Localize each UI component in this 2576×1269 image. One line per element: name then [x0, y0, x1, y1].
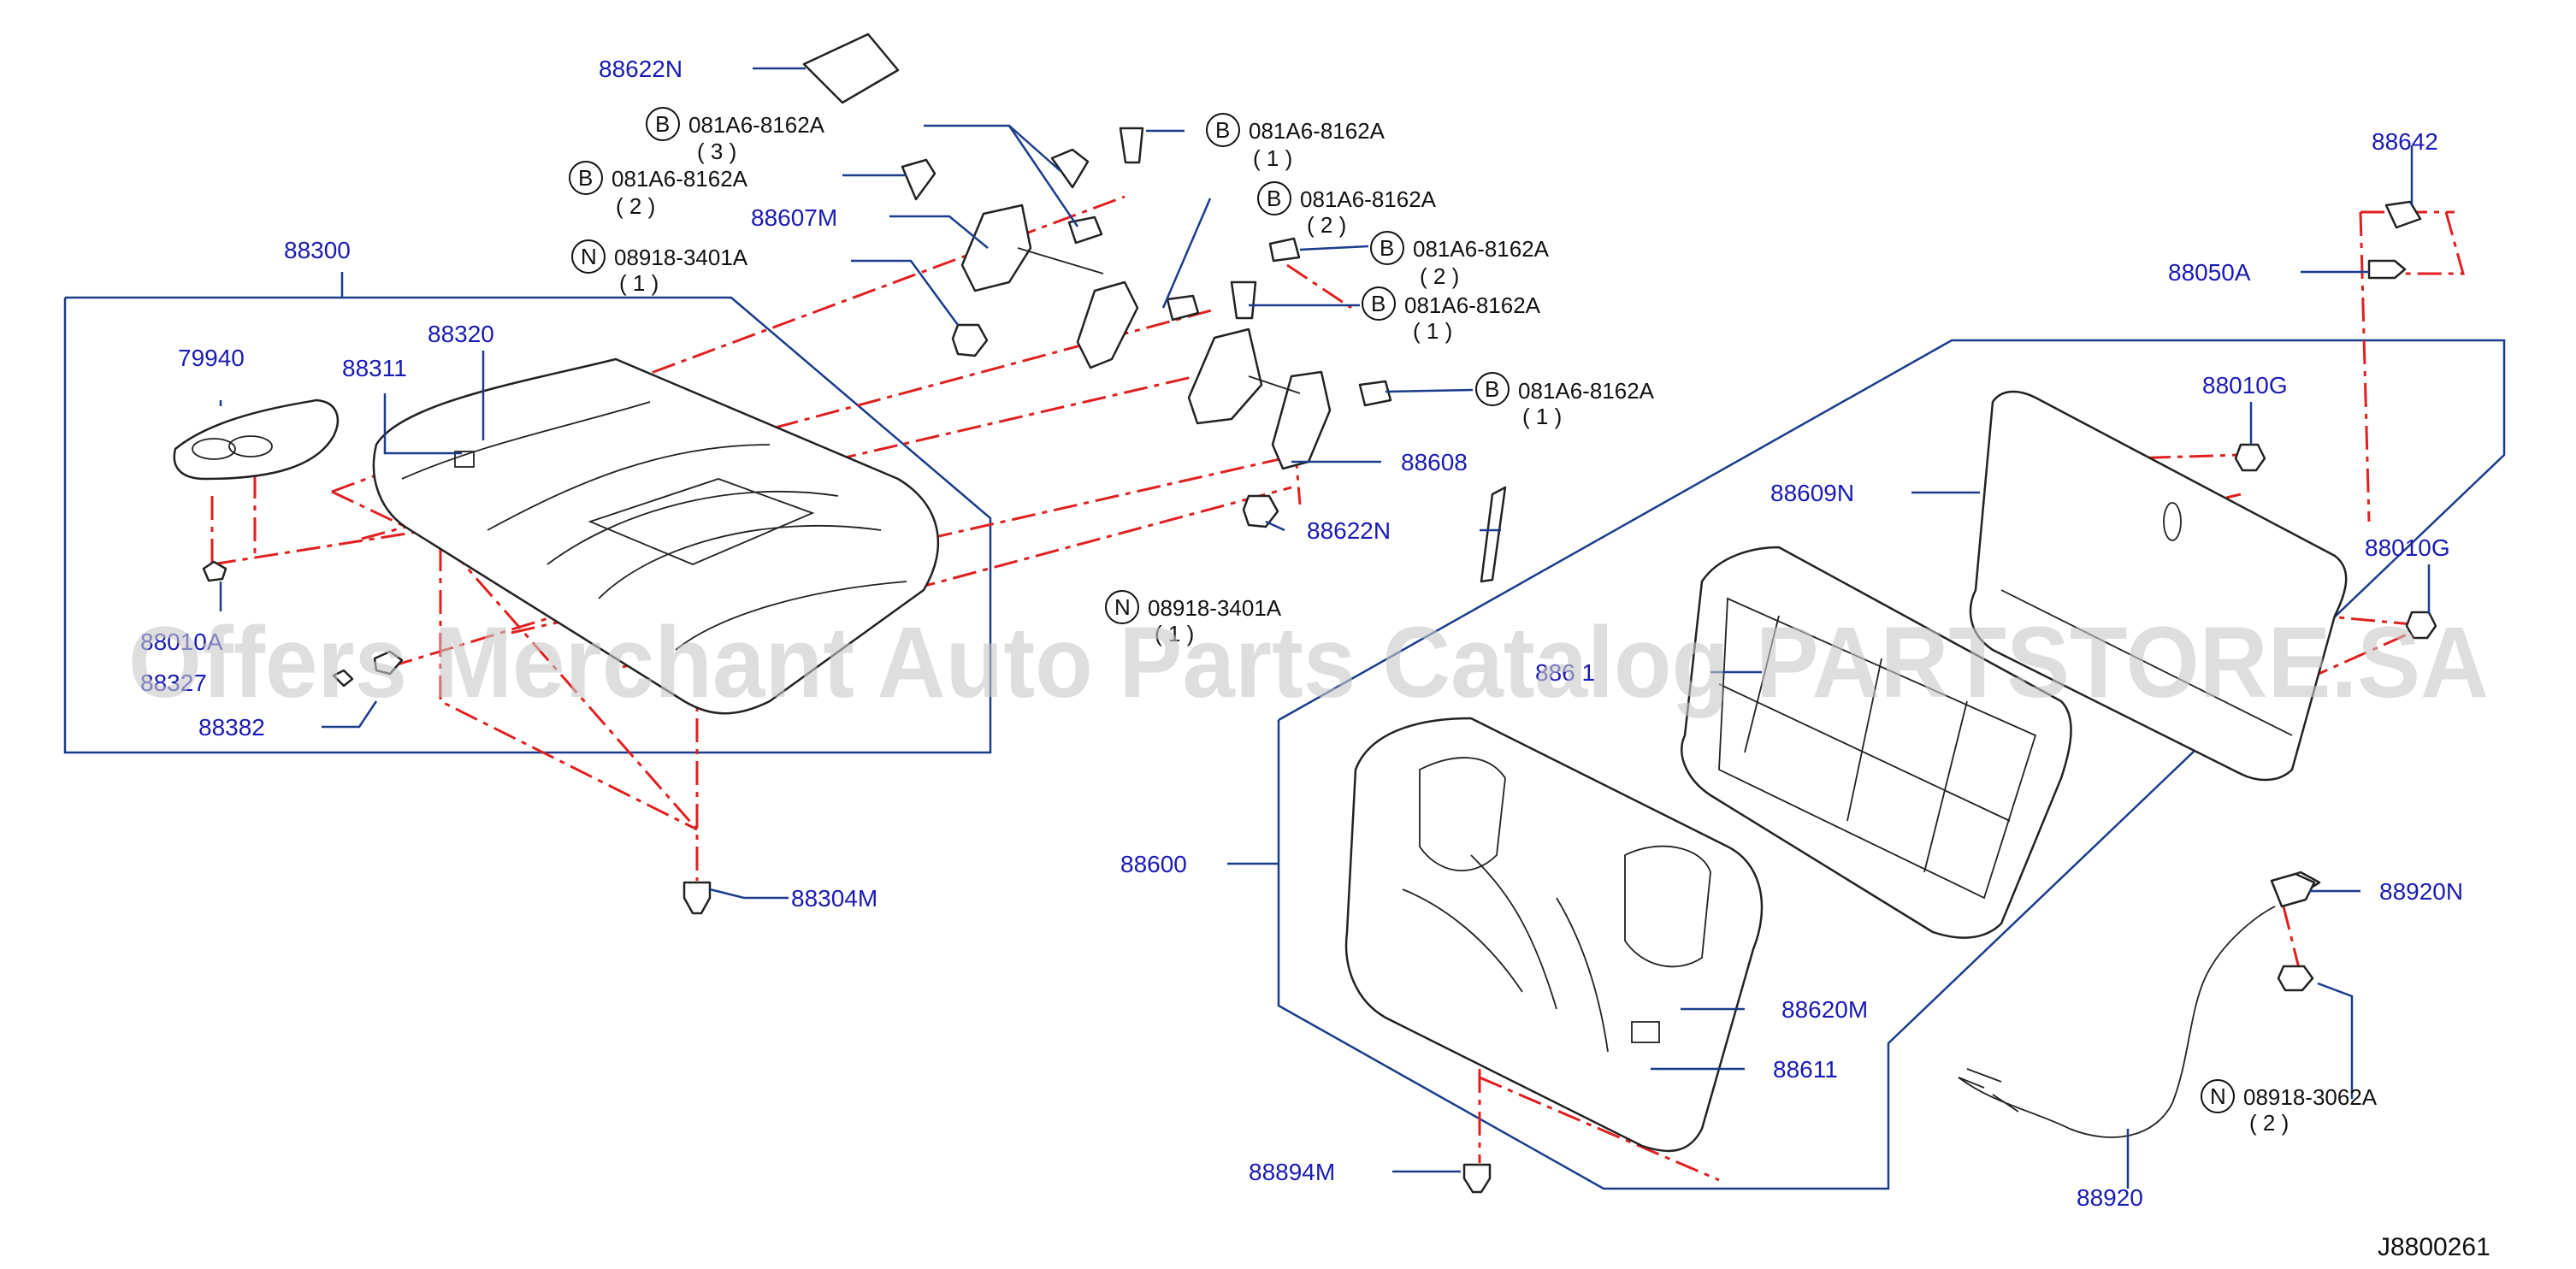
label-88304M: 88304M — [791, 885, 877, 912]
fastener-callout: N 08918-3401A ( 1 ) — [571, 239, 748, 296]
label-88622N-top: 88622N — [599, 56, 682, 82]
fastener-callout: B 081A6-8162A ( 3 ) — [646, 107, 825, 164]
bracket-88607M — [960, 204, 1139, 369]
fastener-part: 081A6-8162A — [1300, 186, 1437, 212]
fastener-part: 08918-3401A — [1148, 595, 1282, 621]
strip-88622N-top — [802, 32, 900, 104]
badge-letter: B — [655, 111, 670, 137]
label-88010G-b: 88010G — [2365, 534, 2450, 561]
label-88010A: 88010A — [140, 629, 223, 655]
label-88311: 88311 — [342, 355, 407, 381]
clip-88382 — [373, 650, 404, 676]
fastener-callout: B 081A6-8162A ( 1 ) — [1475, 372, 1655, 429]
fastener-qty: ( 2 ) — [2249, 1110, 2289, 1136]
fastener-qty: ( 1 ) — [619, 270, 659, 296]
seatback-frame-88601 — [1681, 546, 2072, 939]
fastener-part: 081A6-8162A — [1404, 292, 1541, 318]
label-88920N: 88920N — [2379, 878, 2463, 905]
part-labels: 88622N 88300 79940 88311 88320 88607M 88… — [140, 56, 2463, 1211]
label-88642: 88642 — [2372, 128, 2438, 155]
fastener-part: 08918-3062A — [2243, 1084, 2378, 1110]
fastener-part: 081A6-8162A — [1518, 378, 1655, 404]
diagram-code: J8800261 — [2378, 1233, 2490, 1261]
group-box-88300 — [63, 296, 992, 754]
badge-letter: B — [1215, 117, 1230, 143]
badge-letter: B — [1371, 291, 1385, 316]
fastener-callout: N 08918-3401A ( 1 ) — [1105, 590, 1282, 646]
badge-letter: B — [1380, 235, 1394, 261]
fastener-qty: ( 1 ) — [1522, 404, 1562, 429]
fastener-callout: N 08918-3062A ( 2 ) — [2201, 1079, 2378, 1136]
trim-board-88609N — [1969, 390, 2348, 782]
clip-88327 — [332, 669, 354, 688]
fastener-callouts: B 081A6-8162A ( 3 ) B 081A6-8162A ( 2 ) … — [569, 107, 2378, 1136]
fastener-callout: B 081A6-8162A ( 1 ) — [1206, 113, 1385, 171]
label-88920: 88920 — [2077, 1184, 2143, 1211]
label-88622N-mid: 88622N — [1307, 517, 1391, 544]
strip-88622N-mid — [1480, 486, 1507, 583]
badge-letter: N — [581, 244, 597, 269]
seatback-88600 — [1344, 717, 1764, 1153]
label-88320: 88320 — [428, 321, 494, 347]
fastener-callout: B 081A6-8162A ( 1 ) — [1362, 286, 1541, 344]
badge-letter: B — [1267, 186, 1281, 211]
clip-88010A — [202, 560, 227, 582]
badge-letter: B — [1485, 376, 1499, 402]
label-88010G-a: 88010G — [2202, 372, 2288, 398]
label-88620M: 88620M — [1781, 996, 1868, 1023]
label-88609N: 88609N — [1770, 480, 1854, 506]
cup-holder-79940 — [173, 398, 340, 481]
group-box-88600 — [1277, 339, 2506, 1190]
fastener-qty: ( 3 ) — [697, 139, 736, 164]
label-88050A: 88050A — [2168, 259, 2251, 286]
fastener-callout: B 081A6-8162A ( 2 ) — [569, 161, 748, 219]
label-79940: 79940 — [178, 345, 245, 371]
badge-letter: B — [578, 165, 593, 191]
fastener-part: 081A6-8162A — [1413, 236, 1550, 262]
fastener-qty: ( 2 ) — [1420, 263, 1459, 289]
fastener-part: 081A6-8162A — [1249, 118, 1385, 144]
fastener-part: 081A6-8162A — [688, 112, 825, 138]
fastener-qty: ( 2 ) — [616, 193, 655, 219]
fastener-qty: ( 1 ) — [1253, 145, 1292, 171]
label-88601: 886 1 — [1535, 659, 1595, 686]
label-88300: 88300 — [284, 237, 351, 263]
label-88327: 88327 — [140, 670, 207, 696]
fastener-part: 08918-3401A — [614, 245, 748, 270]
fastener-callout: B 081A6-8162A ( 2 ) — [1370, 231, 1550, 289]
fastener-callout: B 081A6-8162A ( 2 ) — [1257, 181, 1437, 238]
label-88608: 88608 — [1401, 449, 1468, 475]
leader-lines — [219, 67, 2431, 1189]
seat-cushion-88300 — [372, 357, 940, 715]
badge-letter: N — [1114, 594, 1131, 620]
label-88382: 88382 — [198, 714, 265, 741]
label-88894M: 88894M — [1249, 1159, 1335, 1185]
fastener-part: 081A6-8162A — [612, 166, 748, 192]
label-88611: 88611 — [1773, 1056, 1838, 1083]
fastener-qty: ( 2 ) — [1307, 212, 1346, 238]
watermark-text: Offers Merchant Auto Parts Catalog PARTS… — [128, 606, 2489, 719]
clip-88304M — [682, 881, 712, 915]
label-88607M: 88607M — [751, 204, 837, 231]
fastener-qty: ( 1 ) — [1413, 318, 1452, 344]
fastener-qty: ( 1 ) — [1155, 621, 1194, 646]
bracket-88608 — [1187, 328, 1332, 470]
badge-letter: N — [2210, 1083, 2226, 1109]
label-88600: 88600 — [1120, 851, 1187, 877]
